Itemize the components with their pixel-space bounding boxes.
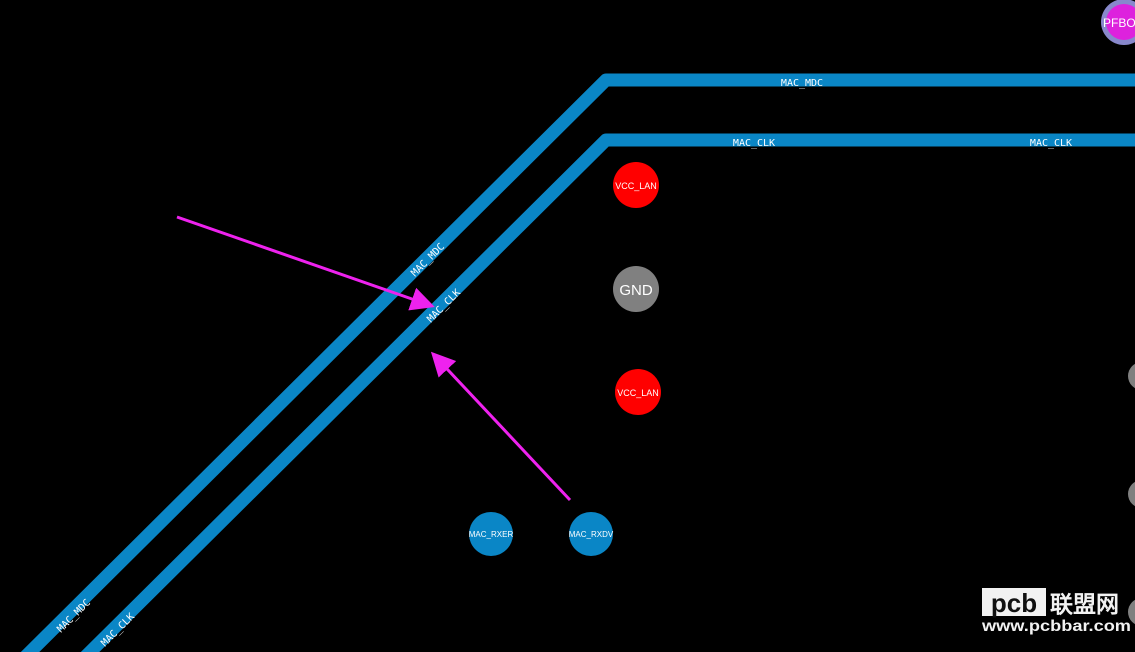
trace-mac-mdc — [20, 73, 1135, 652]
via-label: MAC_RXER — [469, 530, 514, 539]
trace-label-mdc-top: MAC_MDC — [781, 78, 823, 89]
via-label: PFBOU — [1103, 16, 1135, 30]
edge-pad-3 — [1128, 599, 1135, 625]
watermark-logo: pcb — [991, 588, 1037, 618]
via-vcc-lan-1: VCC_LAN — [613, 162, 659, 208]
via-mac-rxdv: MAC_RXDV — [569, 512, 614, 556]
watermark: pcb 联盟网 www.pcbbar.com — [981, 588, 1131, 635]
annotation-arrow-2 — [430, 351, 572, 502]
watermark-url: www.pcbbar.com — [981, 618, 1131, 635]
trace-label-clk-top-1: MAC_CLK — [733, 138, 775, 149]
trace-label-mdc-diag: MAC_MDC — [409, 241, 447, 279]
edge-pad-2 — [1128, 481, 1135, 507]
edge-pad-1 — [1128, 363, 1135, 389]
trace-mac-clk — [80, 133, 1135, 652]
via-label: MAC_RXDV — [569, 530, 614, 539]
via-mac-rxer: MAC_RXER — [469, 512, 514, 556]
watermark-logo-box — [982, 588, 1046, 616]
trace-label-clk-top-2: MAC_CLK — [1030, 138, 1072, 149]
via-pfbou: PFBOU — [1101, 0, 1135, 45]
via-label: GND — [619, 282, 653, 299]
via-vcc-lan-2: VCC_LAN — [615, 369, 661, 415]
via-label: VCC_LAN — [617, 388, 659, 398]
via-label: VCC_LAN — [615, 181, 657, 191]
watermark-name: 联盟网 — [1050, 591, 1119, 617]
via-gnd: GND — [613, 266, 659, 312]
annotation-arrow-1 — [176, 215, 435, 311]
